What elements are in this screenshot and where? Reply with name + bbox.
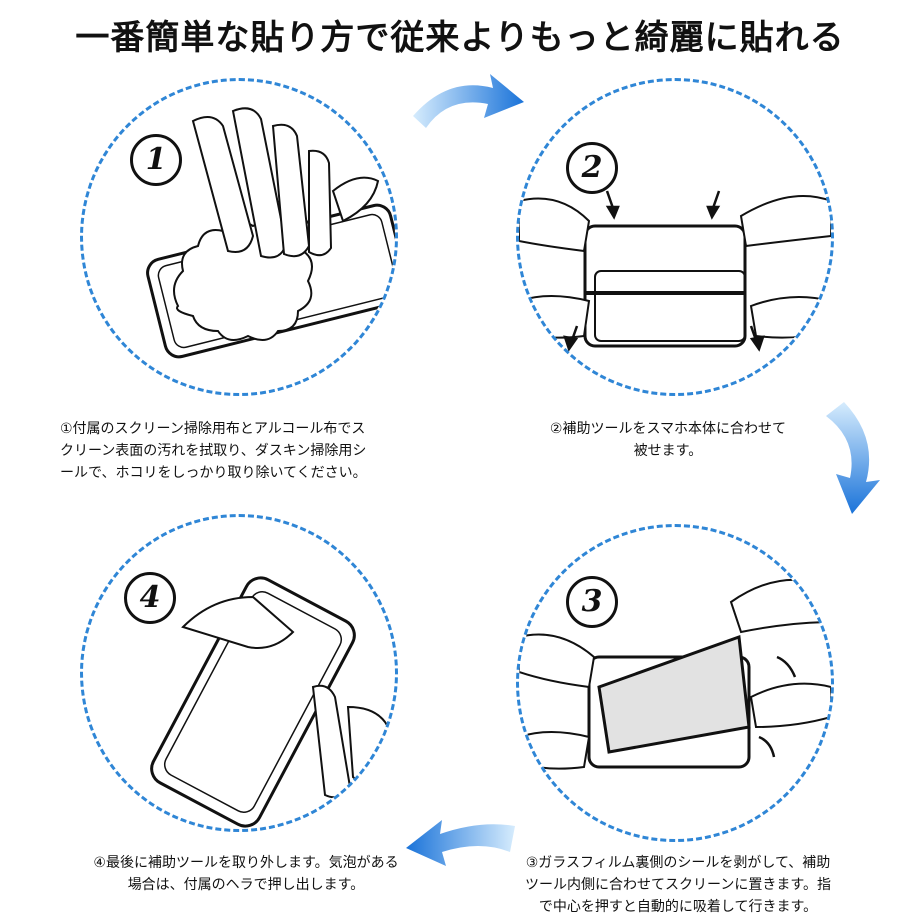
caption-line: ①付属のスクリーン掃除用布とアルコール布でス [60,421,366,437]
step-3-caption: ③ガラスフィルム裏側のシールを剥がして、補助 ツール内側に合わせてスクリーンに置… [488,852,868,918]
step-4-caption: ④最後に補助ツールを取り外します。気泡がある 場合は、付属のヘラで押し出します。 [56,852,436,896]
caption-line: 被せます。 [633,443,703,459]
curved-arrow-down-icon [826,402,880,514]
step-3-number-badge: 3 [566,576,618,628]
curved-arrow-left-icon [406,820,515,866]
caption-line: ツール内側に合わせてスクリーンに置きます。指 [525,877,831,893]
step-4-number-badge: 4 [124,572,176,624]
caption-line: クリーン表面の汚れを拭取り、ダスキン掃除用シ [60,443,367,459]
caption-line: ④最後に補助ツールを取り外します。気泡がある [93,855,399,871]
caption-line: で中心を押すと自動的に吸着して行きます。 [538,899,818,915]
remove-tool-drawing [150,576,390,828]
caption-line: 場合は、付属のヘラで押し出します。 [127,877,365,893]
step-2-number-badge: 2 [566,142,618,194]
step-2-caption: ②補助ツールをスマホ本体に合わせて 被せます。 [528,418,808,462]
step-1-number-badge: 1 [130,134,182,186]
wipe-screen-drawing [146,107,395,359]
caption-line: ールで、ホコリをしっかり取り除いてください。 [60,465,367,481]
caption-line: ③ガラスフィルム裏側のシールを剥がして、補助 [525,855,831,871]
step-1-illustration [80,78,398,396]
step-4-illustration [80,514,398,832]
page-title: 一番簡単な貼り方で従来よりもっと綺麗に貼れる [75,18,845,58]
step-1-caption: ①付属のスクリーン掃除用布とアルコール布でス クリーン表面の汚れを拭取り、ダスキ… [60,418,367,484]
step-2-illustration [516,78,834,396]
curved-arrow-right-icon [413,74,524,128]
fit-tool-drawing [519,190,831,352]
caption-line: ②補助ツールをスマホ本体に合わせて [549,421,787,437]
step-3-illustration [516,524,834,842]
place-film-drawing [519,578,831,770]
